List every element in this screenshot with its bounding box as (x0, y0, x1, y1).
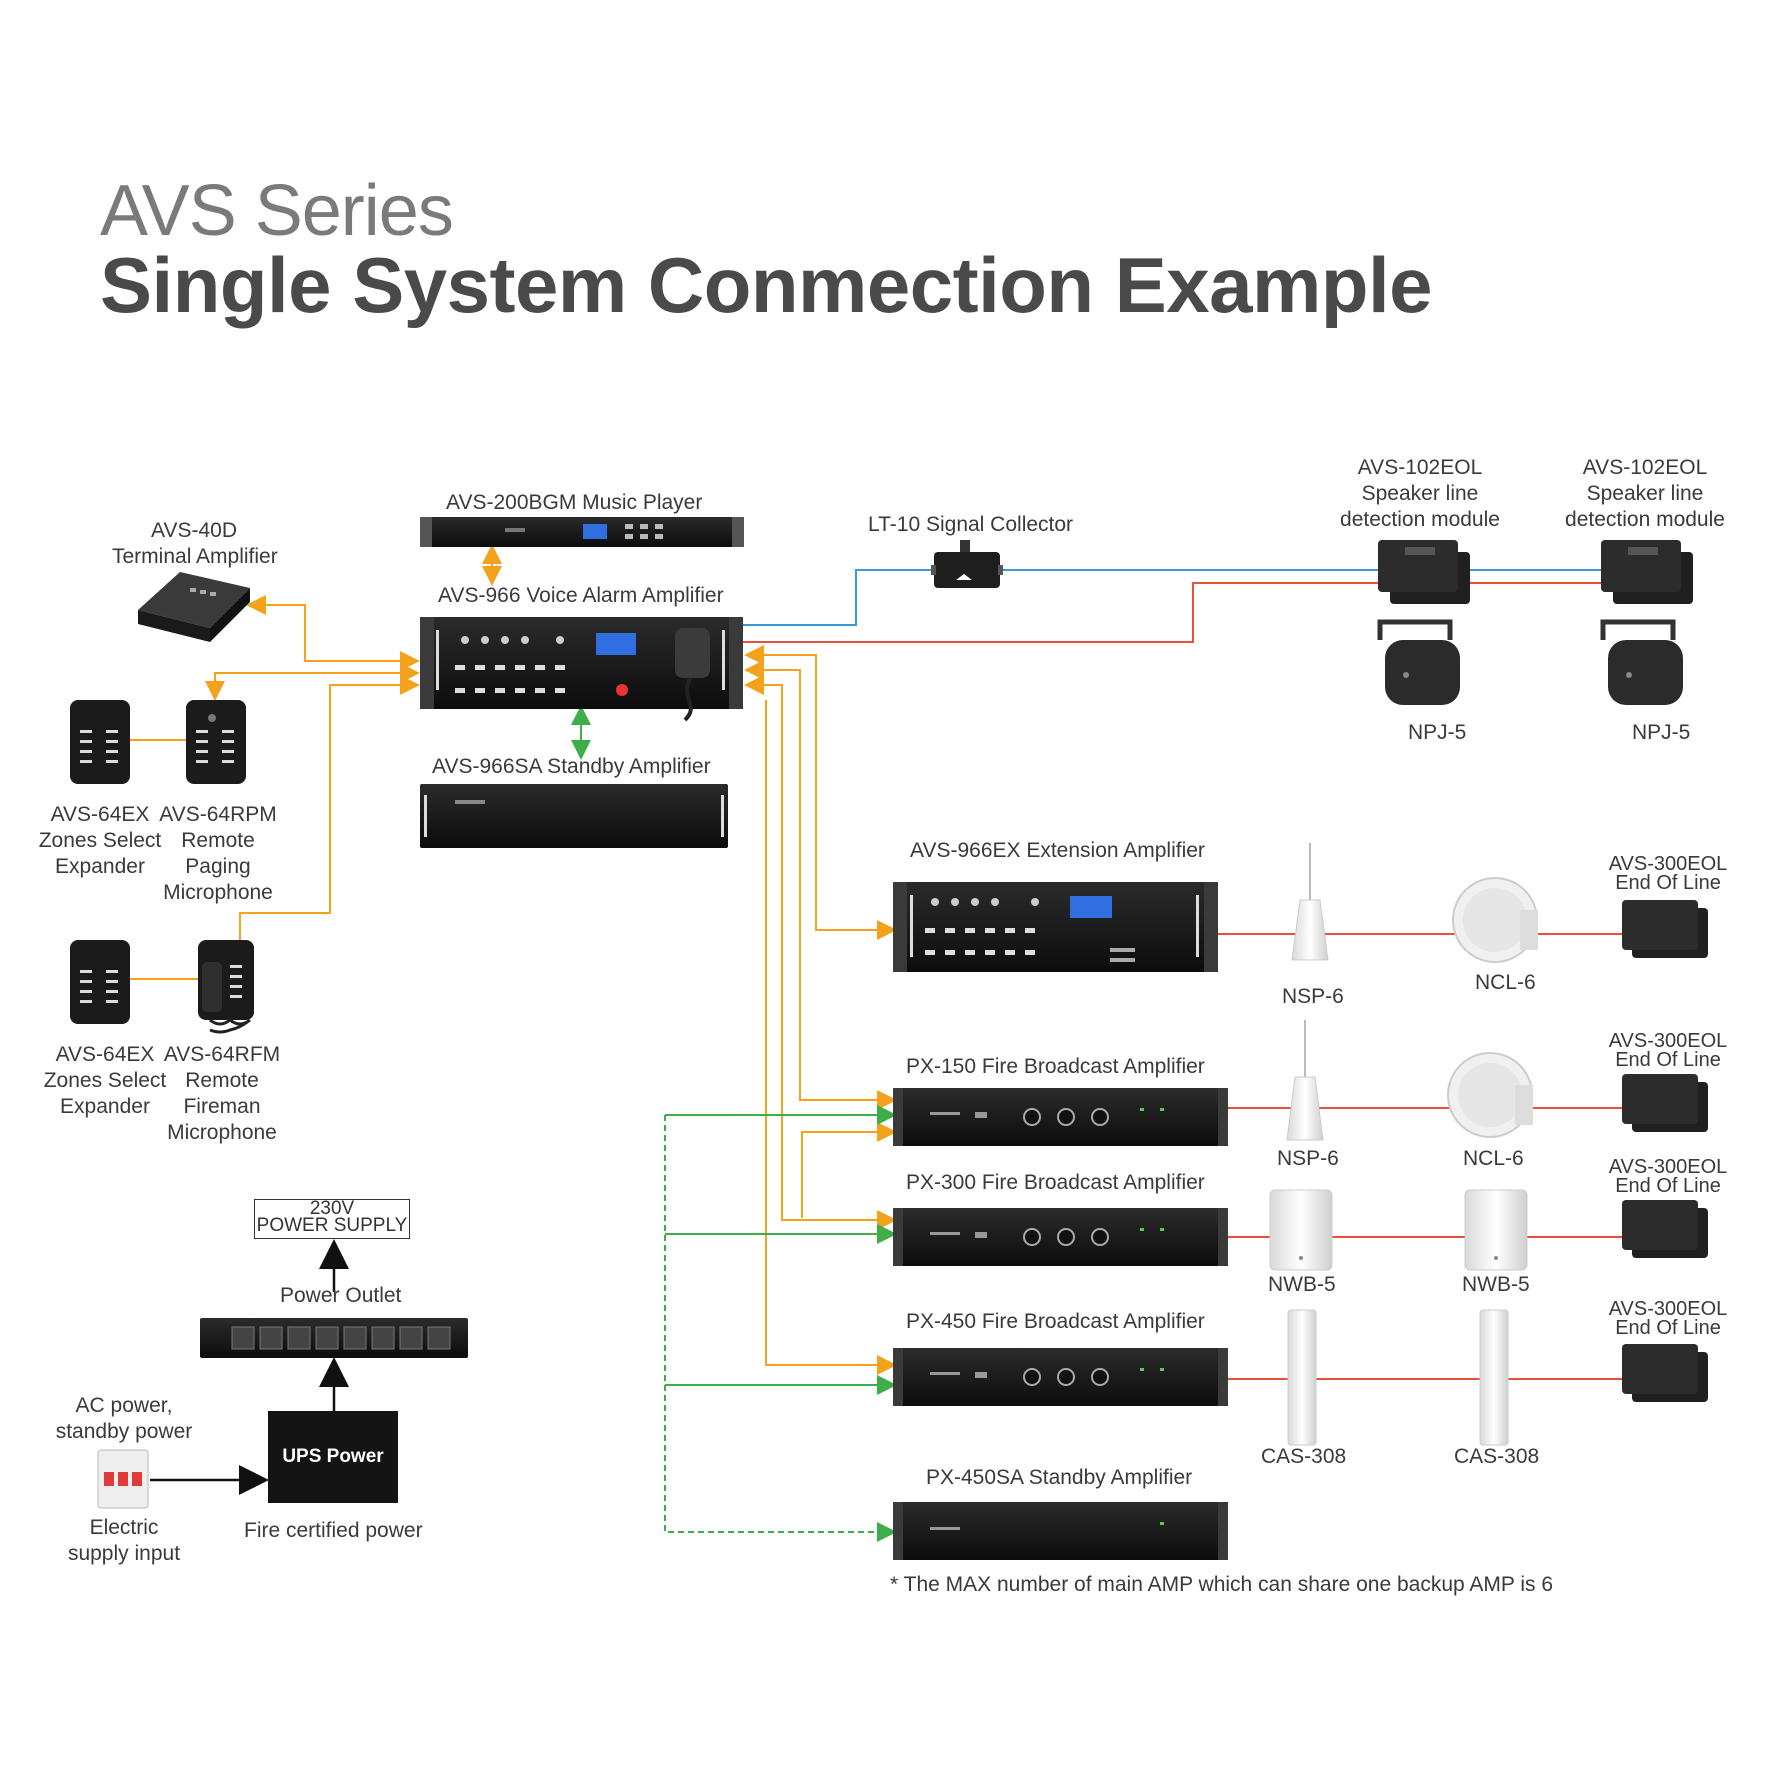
ex-amp-link (744, 645, 897, 940)
px150-link (744, 660, 897, 1110)
terminal-amp-label: AVS-40D Terminal Amplifier (112, 519, 278, 568)
ncl-label-2: NCL-6 (1463, 1147, 1524, 1170)
nsp-speaker-2 (1286, 1020, 1324, 1141)
npj-label-2: NPJ-5 (1632, 721, 1691, 744)
ups-caption: Fire certified power (244, 1519, 423, 1542)
cas-speaker-1 (1287, 1309, 1317, 1446)
px300-link (744, 675, 897, 1230)
npj-label-1: NPJ-5 (1408, 721, 1467, 744)
px450sa-device (893, 1502, 1228, 1560)
ac-power-caption: AC power, standby power (55, 1394, 193, 1443)
px450-device (893, 1348, 1228, 1406)
remote-fireman-device (198, 940, 254, 1034)
cas-label-2: CAS-308 (1454, 1445, 1540, 1468)
series-title: AVS Series (100, 171, 454, 251)
nwb-speaker-2 (1464, 1189, 1528, 1271)
footnote: * The MAX number of main AMP which can s… (890, 1573, 1554, 1596)
px300-label: PX-300 Fire Broadcast Amplifier (906, 1171, 1205, 1194)
zones-expander-label-2: AVS-64EX Zones Select Expander (43, 1043, 167, 1118)
cas-speaker-2 (1479, 1309, 1509, 1446)
nwb-label-2: NWB-5 (1462, 1273, 1530, 1296)
remote-fireman-label: AVS-64RFM Remote Fireman Microphone (163, 1043, 281, 1144)
page-title: Single System Conmection Example (100, 241, 1433, 329)
power-supply-box: 230V POWER SUPPLY (254, 1199, 410, 1239)
blue-signal-line (742, 569, 931, 626)
eol-300-label-3: AVS-300EOL End Of Line (1608, 1156, 1728, 1197)
eol-300-label-1: AVS-300EOL End Of Line (1608, 853, 1728, 894)
nsp-label-1: NSP-6 (1282, 985, 1344, 1008)
extension-amp-device (893, 882, 1218, 972)
px450-label: PX-450 Fire Broadcast Amplifier (906, 1310, 1205, 1333)
px300-link-2 (801, 1122, 897, 1218)
eol-300-module-4 (1622, 1344, 1708, 1402)
voice-alarm-device (420, 617, 743, 722)
nwb-speaker-1 (1269, 1189, 1333, 1271)
remote-paging-label: AVS-64RPM Remote Paging Microphone (159, 803, 277, 904)
npj-speaker-2 (1600, 619, 1683, 705)
zones-expander-2-device (70, 940, 130, 1024)
ncl-speaker-2 (1447, 1052, 1533, 1138)
remote-paging-device (186, 700, 246, 784)
px300-device (893, 1208, 1228, 1266)
breaker-device (97, 1449, 149, 1509)
eol-300-module-2 (1622, 1074, 1708, 1132)
zones-expander-label-1: AVS-64EX Zones Select Expander (38, 803, 162, 878)
px150-label: PX-150 Fire Broadcast Amplifier (906, 1055, 1205, 1078)
terminal-amp-device (138, 572, 250, 642)
ups-power-box: UPS Power (268, 1411, 398, 1503)
ncl-label-1: NCL-6 (1475, 971, 1536, 994)
backup-px450sa (664, 1115, 897, 1542)
px150-device (893, 1088, 1228, 1146)
red-speaker-line (742, 582, 1610, 643)
nsp-speaker-1 (1291, 843, 1329, 961)
remote-fireman-link (239, 675, 420, 940)
electric-supply-caption: Electric supply input (67, 1516, 181, 1565)
standby-amp-label: AVS-966SA Standby Amplifier (432, 755, 711, 778)
signal-collector-device (931, 540, 1003, 588)
eol-102-label-1: AVS-102EOL Speaker line detection module (1340, 456, 1500, 531)
eol-300-module-3 (1622, 1200, 1708, 1258)
ncl-speaker-1 (1452, 877, 1538, 963)
eol-300-label-4: AVS-300EOL End Of Line (1608, 1298, 1728, 1339)
zones-expander-1-device (70, 700, 130, 784)
px450-link (765, 700, 897, 1375)
power-outlet-device (200, 1318, 468, 1358)
px450sa-label: PX-450SA Standby Amplifier (926, 1466, 1193, 1489)
terminal-amp-link (246, 595, 420, 671)
eol-102-label-2: AVS-102EOL Speaker line detection module (1565, 456, 1725, 531)
npj-speaker-1 (1377, 619, 1460, 705)
standby-amp-device (420, 784, 728, 848)
remote-paging-link (205, 663, 420, 701)
connections (130, 544, 1625, 1542)
nwb-label-1: NWB-5 (1268, 1273, 1336, 1296)
nsp-label-2: NSP-6 (1277, 1147, 1339, 1170)
eol-300-module-1 (1622, 900, 1708, 958)
eol-102-module-2 (1601, 540, 1693, 604)
signal-collector-label: LT-10 Signal Collector (868, 513, 1074, 536)
power-outlet-label: Power Outlet (280, 1284, 402, 1307)
extension-amp-label: AVS-966EX Extension Amplifier (910, 839, 1205, 862)
music-player-label: AVS-200BGM Music Player (446, 491, 703, 514)
eol-300-label-2: AVS-300EOL End Of Line (1608, 1030, 1728, 1071)
eol-102-module-1 (1378, 540, 1470, 604)
voice-alarm-label: AVS-966 Voice Alarm Amplifier (438, 584, 724, 607)
cas-label-1: CAS-308 (1261, 1445, 1347, 1468)
music-player-device (420, 517, 744, 547)
